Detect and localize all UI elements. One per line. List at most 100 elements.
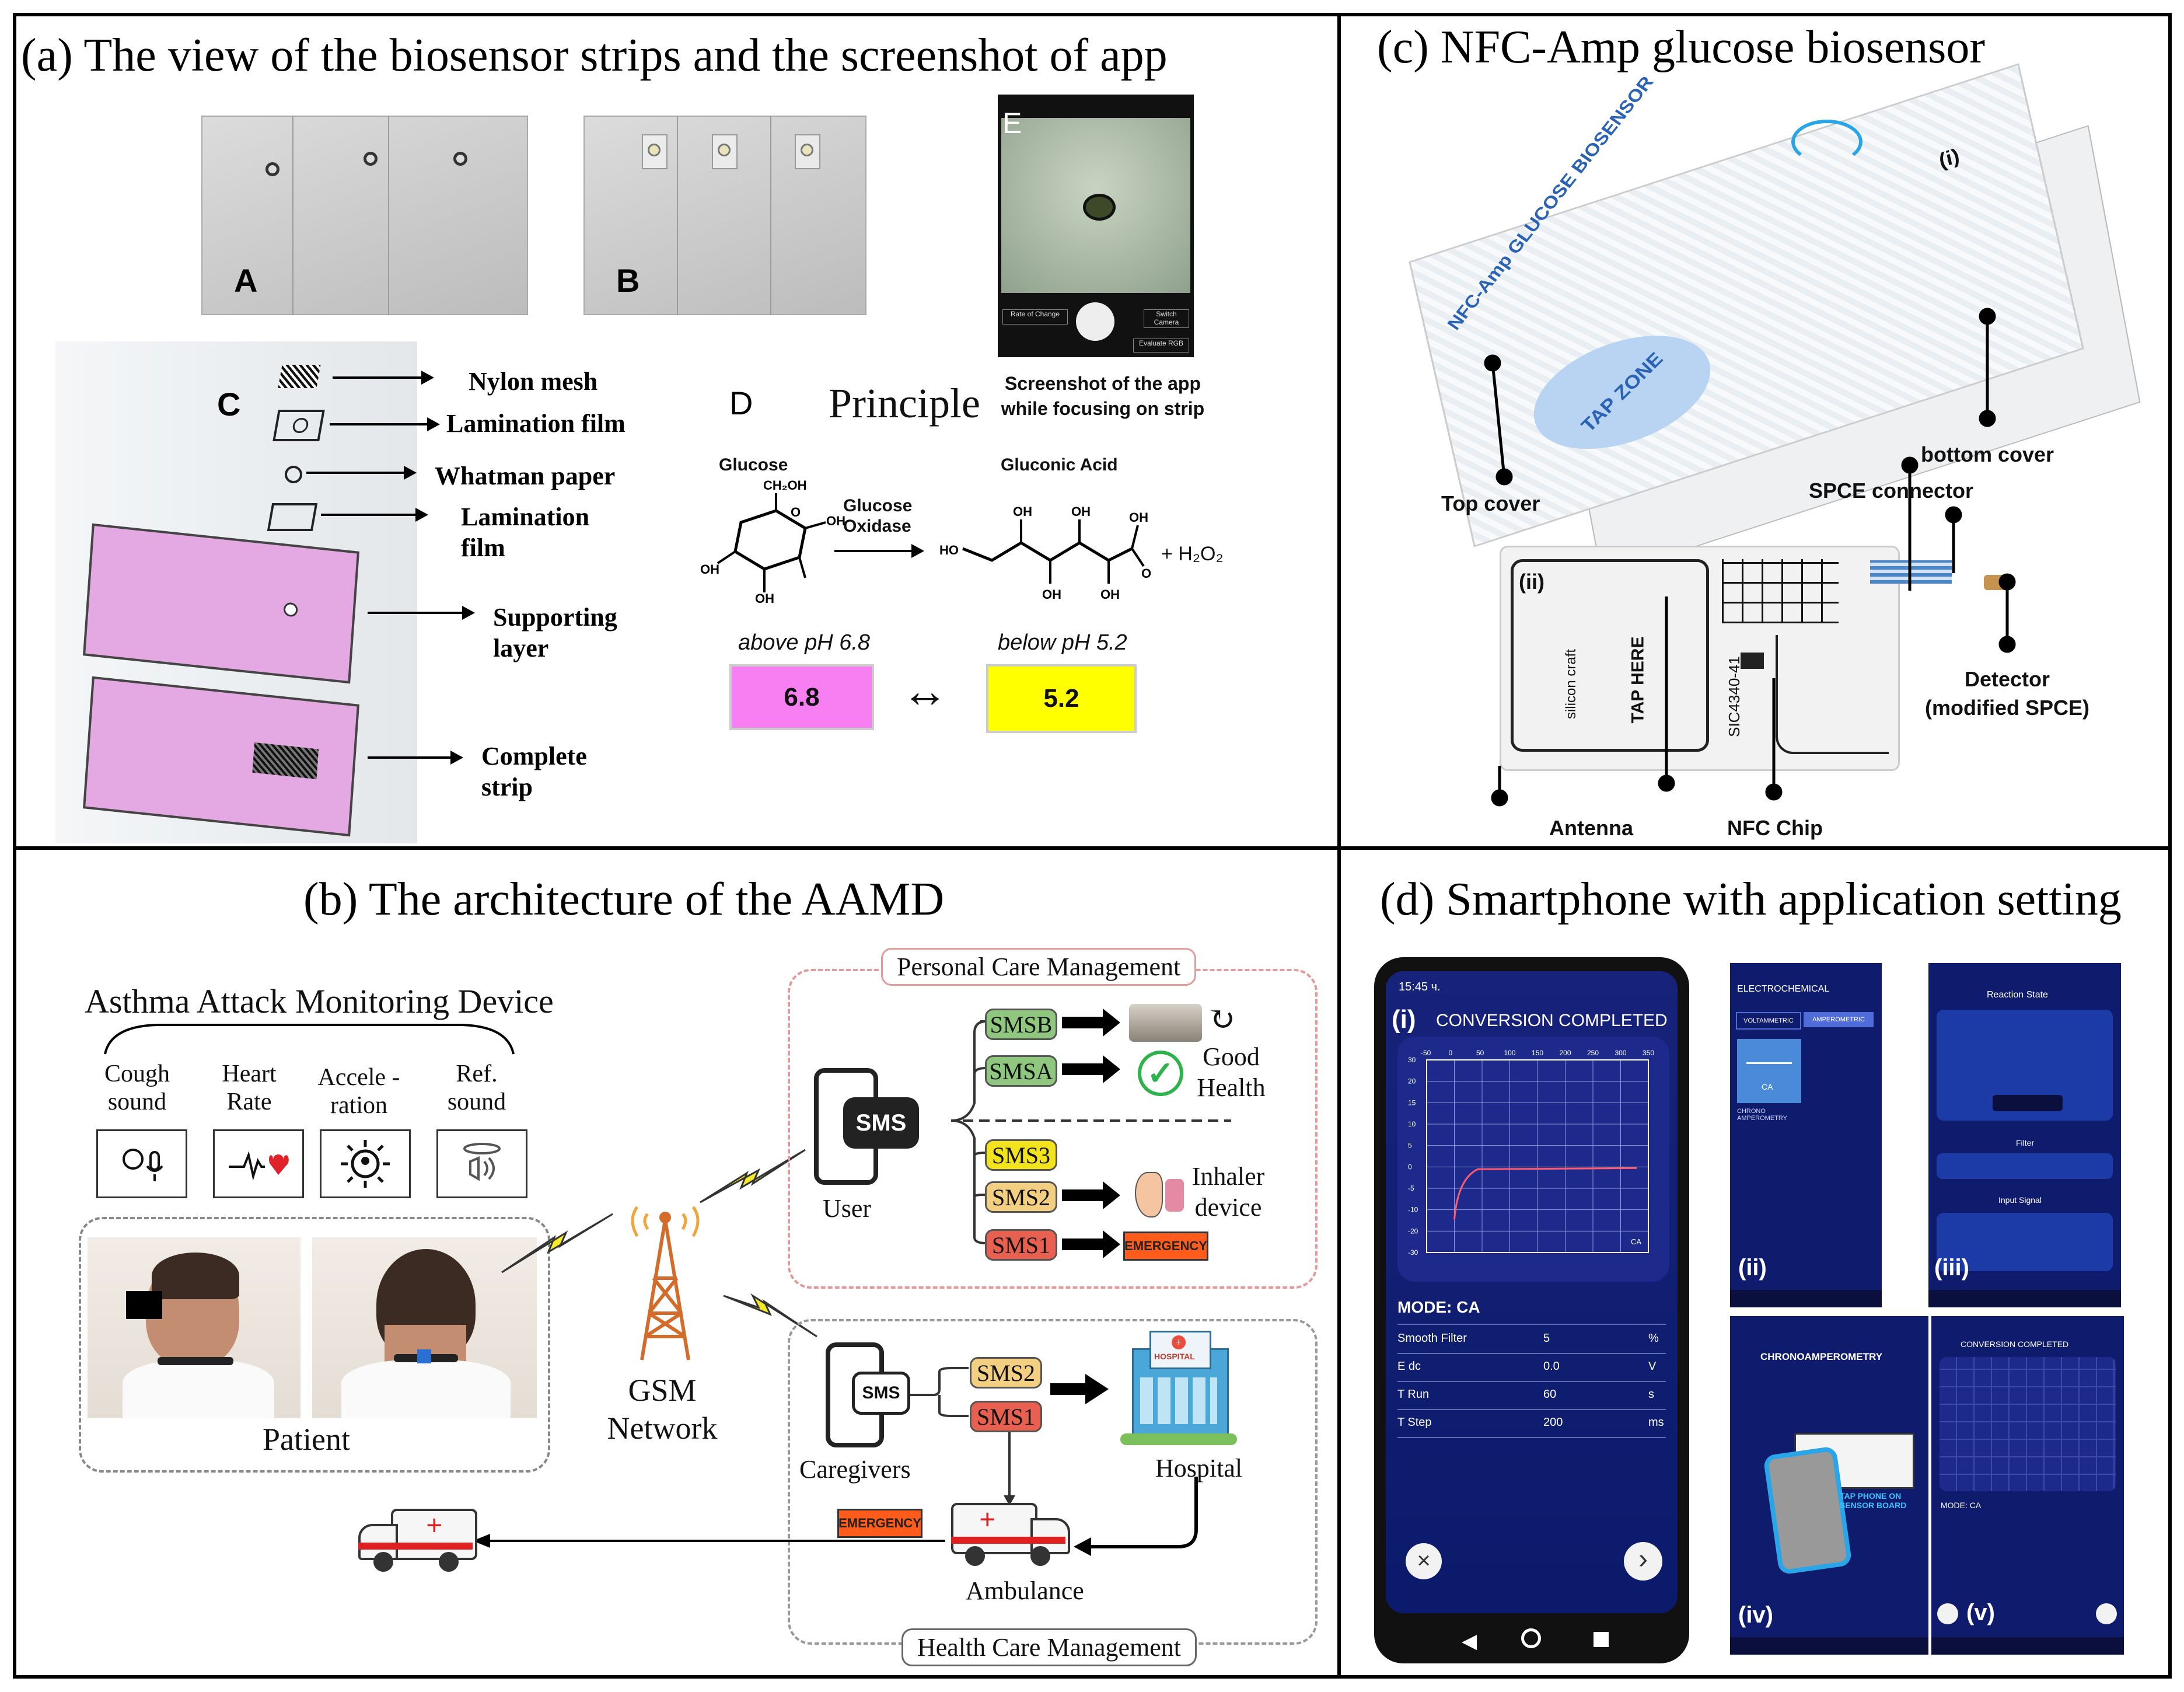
- hospital-arrow: [1050, 1374, 1109, 1404]
- screen-v-close[interactable]: [1937, 1603, 1958, 1624]
- app-caption: Screenshot of the app while focusing on …: [1001, 373, 1205, 420]
- ca-card[interactable]: CA: [1737, 1039, 1801, 1103]
- param-name: T Step: [1397, 1416, 1432, 1429]
- x-tick-label: 200: [1560, 1049, 1571, 1057]
- board-traces: [1776, 635, 1889, 754]
- h2o2-label: + H₂O₂: [1161, 543, 1224, 565]
- ph-low-label: below pH 5.2: [998, 630, 1127, 655]
- evaluate-button[interactable]: Evaluate RGB: [1133, 339, 1189, 353]
- nav-back-icon[interactable]: ◀: [1462, 1631, 1477, 1652]
- phone-header: CONVERSION COMPLETED: [1436, 1011, 1668, 1030]
- glucose-structure: CH₂OH O OH OH OH: [700, 478, 845, 604]
- dropdown-step[interactable]: [1993, 1095, 2063, 1111]
- nfc-chip: [1741, 653, 1764, 669]
- svg-text:OH: OH: [1100, 587, 1120, 602]
- phone-label-i: (i): [1392, 1005, 1416, 1034]
- filter-row[interactable]: [1937, 1153, 2113, 1179]
- mini-plot: [1940, 1357, 2116, 1491]
- param-value: 60: [1543, 1388, 1557, 1401]
- patient-photo-side: [88, 1237, 300, 1418]
- ref-sound-icon: [436, 1129, 527, 1198]
- input-signal-label: Input Signal: [1998, 1195, 2042, 1205]
- screen-ii-header: ELECTROCHEMICAL: [1737, 984, 1830, 994]
- arrow-film2: [321, 508, 428, 522]
- caregiver-tree-lines: [910, 1367, 1015, 1506]
- gluconic-structure: HO OH OH OH OH OH O: [939, 504, 1151, 602]
- svg-text:CH₂OH: CH₂OH: [763, 478, 807, 493]
- acceleration-icon: [320, 1129, 411, 1198]
- frame-bottom: [13, 1675, 2172, 1679]
- y-tick-label: -20: [1408, 1227, 1418, 1235]
- user-tree-lines: [951, 1020, 1231, 1244]
- wearable-device-photo: [1129, 1004, 1202, 1042]
- ph-arrow: ↔: [901, 666, 948, 717]
- ambulance-icon: +: [951, 1491, 1070, 1567]
- screen-ii-label: (ii): [1738, 1255, 1767, 1281]
- param-name: Smooth Filter: [1397, 1332, 1467, 1345]
- rate-button[interactable]: Rate of Change: [1002, 309, 1068, 325]
- close-button[interactable]: ×: [1406, 1543, 1442, 1579]
- x-tick-label: 0: [1449, 1049, 1453, 1057]
- principle-title: Principle: [829, 380, 980, 427]
- svg-text:OH: OH: [755, 591, 774, 604]
- health-care-label: Health Care Management: [901, 1628, 1197, 1666]
- device-bracket: [104, 1024, 515, 1055]
- svg-text:HO: HO: [939, 543, 959, 557]
- nfc-board: (ii) TAP HERE silicon craft SIC4340-41: [1500, 546, 1900, 771]
- ambulance-icon-left: +: [356, 1497, 477, 1573]
- input-signal-plot: [1937, 1213, 2113, 1271]
- caregiver-sms2-badge: SMS2: [970, 1357, 1042, 1389]
- current-curve: [1453, 1167, 1637, 1220]
- tab-voltammetric[interactable]: VOLTAMMETRIC: [1736, 1012, 1801, 1030]
- ca-subtitle: CHRONO AMPEROMETRY: [1737, 1108, 1787, 1122]
- nav-recent-icon[interactable]: [1594, 1632, 1609, 1647]
- sensor-accel-label: Accele -ration: [317, 1064, 400, 1119]
- screen-v-next[interactable]: [2096, 1603, 2117, 1624]
- label-ii: (ii): [1519, 570, 1544, 594]
- param-value: 5: [1543, 1332, 1550, 1345]
- svg-text:OH: OH: [1013, 504, 1032, 519]
- frame-left: [13, 13, 16, 1679]
- y-tick-label: 5: [1408, 1142, 1412, 1150]
- check-icon: ✓: [1138, 1051, 1183, 1096]
- next-button[interactable]: ›: [1624, 1542, 1662, 1581]
- refresh-icon: ↻: [1208, 1002, 1235, 1038]
- glucose-label: Glucose: [719, 455, 788, 475]
- param-unit: ms: [1648, 1416, 1664, 1429]
- svg-text:OH: OH: [700, 562, 719, 577]
- sensor-ref-label: Ref. sound: [447, 1060, 506, 1116]
- switch-camera-button[interactable]: Switch Camera: [1144, 309, 1189, 328]
- curve-label: CA: [1631, 1237, 1641, 1246]
- ph-high-label: above pH 6.8: [738, 630, 871, 655]
- x-tick-label: 250: [1587, 1049, 1599, 1057]
- inhaler-icon: [1135, 1167, 1199, 1220]
- personal-care-label: Personal Care Management: [881, 948, 1197, 986]
- patient-label: Patient: [263, 1422, 350, 1457]
- label-e: E: [1002, 107, 1022, 139]
- signal-bolts: [501, 1149, 817, 1338]
- tab-amperometric[interactable]: AMPEROMETRIC: [1804, 1012, 1874, 1027]
- spce-connector-label: SPCE connector: [1809, 479, 1974, 503]
- screen-v: CONVERSION COMPLETED MODE: CA (v): [1931, 1316, 2124, 1655]
- sms3-badge: SMS3: [985, 1139, 1057, 1171]
- param-name: T Run: [1397, 1388, 1430, 1401]
- caregivers-label: Caregivers: [799, 1455, 911, 1484]
- layer-complete-strip: Complete strip: [481, 742, 587, 801]
- param-unit: %: [1648, 1332, 1659, 1345]
- capture-button[interactable]: [1076, 302, 1114, 341]
- whatman-paper-shape: [285, 466, 302, 483]
- app-screenshot: E Rate of Change Switch Camera Evaluate …: [998, 95, 1194, 357]
- mode-label: MODE: CA: [1397, 1298, 1480, 1316]
- lamination-film-shape: [272, 410, 325, 441]
- gluconic-label: Gluconic Acid: [1001, 455, 1118, 475]
- good-health-label: Good Health: [1197, 1042, 1266, 1102]
- enzyme-label: Glucose Oxidase: [843, 496, 913, 536]
- y-tick-label: -30: [1408, 1248, 1418, 1257]
- y-tick-label: 10: [1408, 1120, 1416, 1128]
- heart-rate-icon: [213, 1129, 304, 1198]
- nav-home-icon[interactable]: [1521, 1628, 1541, 1648]
